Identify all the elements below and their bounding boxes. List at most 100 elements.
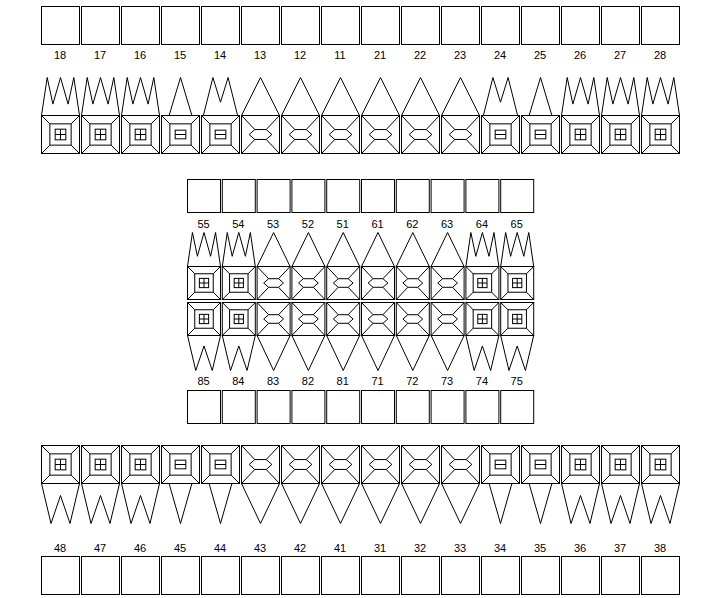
tooth-crown bbox=[327, 303, 360, 336]
tooth-number: 46 bbox=[134, 542, 146, 554]
tooth-crown bbox=[431, 267, 464, 300]
tooth-root bbox=[431, 336, 464, 371]
tooth-number: 42 bbox=[294, 542, 306, 554]
tooth-number: 37 bbox=[614, 542, 626, 554]
entry-box bbox=[327, 180, 360, 213]
tooth-crown bbox=[642, 446, 680, 484]
tooth bbox=[282, 446, 320, 595]
entry-box bbox=[402, 557, 440, 595]
tooth-crown bbox=[242, 446, 280, 484]
tooth bbox=[362, 7, 400, 154]
entry-box bbox=[602, 7, 640, 45]
tooth-number: 13 bbox=[254, 49, 266, 61]
tooth-root bbox=[42, 484, 80, 524]
tooth bbox=[188, 303, 221, 424]
tooth-number: 38 bbox=[654, 542, 666, 554]
tooth-crown bbox=[396, 303, 429, 336]
tooth bbox=[362, 446, 400, 595]
tooth-number: 75 bbox=[511, 375, 523, 387]
tooth bbox=[327, 303, 360, 424]
tooth-root bbox=[282, 78, 320, 116]
tooth-number: 31 bbox=[374, 542, 386, 554]
tooth bbox=[362, 303, 395, 424]
entry-box bbox=[322, 7, 360, 45]
entry-box bbox=[202, 7, 240, 45]
tooth-number: 28 bbox=[654, 49, 666, 61]
entry-box bbox=[222, 180, 255, 213]
tooth bbox=[431, 303, 464, 424]
entry-box bbox=[362, 7, 400, 45]
entry-box bbox=[162, 557, 200, 595]
tooth bbox=[242, 7, 280, 154]
entry-box bbox=[642, 557, 680, 595]
entry-box bbox=[362, 391, 395, 424]
tooth bbox=[562, 446, 600, 595]
tooth-crown bbox=[322, 446, 360, 484]
tooth bbox=[402, 7, 440, 154]
tooth-crown bbox=[42, 116, 80, 154]
tooth-crown bbox=[466, 267, 499, 300]
tooth-root bbox=[169, 484, 192, 524]
entry-box bbox=[42, 557, 80, 595]
tooth-crown bbox=[362, 303, 395, 336]
tooth-number: 72 bbox=[406, 375, 418, 387]
entry-box bbox=[522, 7, 560, 45]
tooth-root bbox=[562, 78, 600, 116]
entry-box bbox=[602, 557, 640, 595]
tooth-number: 71 bbox=[371, 375, 383, 387]
tooth bbox=[257, 303, 290, 424]
tooth-root bbox=[489, 484, 512, 524]
tooth-crown bbox=[402, 116, 440, 154]
tooth-crown bbox=[222, 267, 255, 300]
tooth-root bbox=[257, 336, 290, 371]
tooth-number: 16 bbox=[134, 49, 146, 61]
tooth-root bbox=[602, 484, 640, 524]
tooth-crown bbox=[482, 446, 520, 484]
tooth bbox=[202, 446, 240, 595]
tooth-crown bbox=[202, 116, 240, 154]
entry-box bbox=[292, 180, 325, 213]
entry-box bbox=[222, 391, 255, 424]
tooth-crown bbox=[442, 116, 480, 154]
tooth-number: 53 bbox=[267, 218, 279, 230]
tooth-number: 54 bbox=[232, 218, 244, 230]
tooth bbox=[396, 303, 429, 424]
tooth-root bbox=[396, 233, 429, 267]
tooth-root bbox=[642, 484, 680, 524]
tooth bbox=[162, 446, 200, 595]
entry-box bbox=[257, 180, 290, 213]
tooth-number: 11 bbox=[334, 49, 345, 61]
tooth-root bbox=[362, 484, 400, 524]
tooth bbox=[202, 7, 240, 154]
tooth-root bbox=[642, 78, 680, 116]
tooth-number: 65 bbox=[511, 218, 523, 230]
entry-box bbox=[396, 180, 429, 213]
entry-box bbox=[482, 7, 520, 45]
tooth bbox=[292, 180, 325, 300]
tooth-crown bbox=[501, 303, 534, 336]
tooth-number: 63 bbox=[441, 218, 453, 230]
tooth bbox=[442, 7, 480, 154]
tooth-number: 43 bbox=[254, 542, 266, 554]
tooth-crown bbox=[257, 303, 290, 336]
tooth-number: 14 bbox=[214, 49, 226, 61]
tooth-number: 32 bbox=[414, 542, 426, 554]
tooth-crown bbox=[42, 446, 80, 484]
tooth-number: 21 bbox=[374, 49, 386, 61]
tooth bbox=[402, 446, 440, 595]
entry-box bbox=[466, 180, 499, 213]
tooth-root bbox=[402, 484, 440, 524]
tooth bbox=[482, 446, 520, 595]
tooth bbox=[522, 7, 560, 154]
tooth bbox=[522, 446, 560, 595]
entry-box bbox=[322, 557, 360, 595]
tooth-crown bbox=[162, 446, 200, 484]
tooth-root bbox=[501, 233, 534, 267]
tooth-crown bbox=[322, 116, 360, 154]
tooth bbox=[282, 7, 320, 154]
entry-box bbox=[442, 7, 480, 45]
tooth-crown bbox=[282, 116, 320, 154]
entry-box bbox=[522, 557, 560, 595]
tooth-root bbox=[242, 78, 280, 116]
